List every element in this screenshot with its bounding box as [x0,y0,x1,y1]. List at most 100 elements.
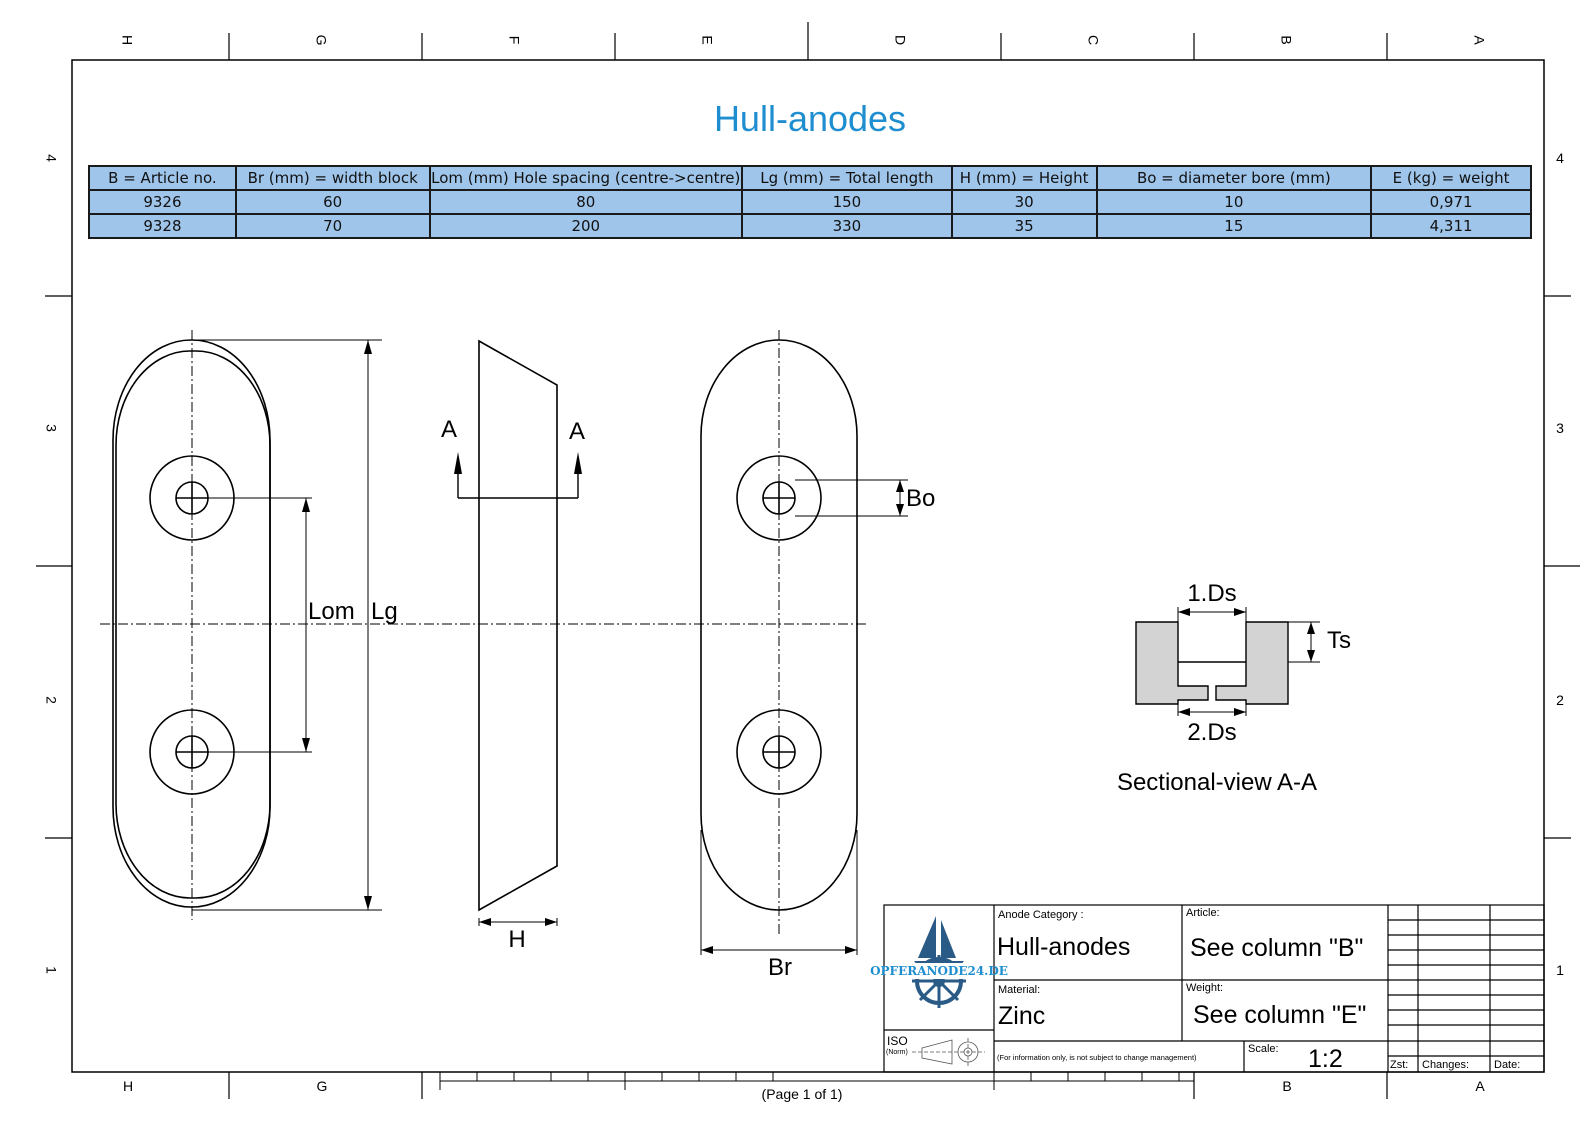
scale-label: Scale: [1248,1043,1279,1055]
zst-header: Zst: [1390,1059,1408,1071]
table-cell: 30 [950,189,1098,215]
bore-label: Bo [906,485,935,512]
left-row-labels: 4 3 2 1 [43,154,59,974]
bottom-zone-ticks [228,1072,1388,1099]
date-header: Date: [1494,1059,1520,1071]
sectional-view [1135,621,1289,705]
row-label-right: 3 [1556,420,1564,436]
section-right-body [1215,621,1289,705]
bore-dimension [700,479,908,955]
side-view [457,339,579,926]
right-row-labels: 4 3 2 1 [1556,150,1564,978]
header-bore: Bo = diameter bore (mm) [1095,165,1373,191]
iso-label: ISO [887,1034,908,1048]
logo-text: OPFERANODE24.DE [870,964,1008,978]
side-profile [478,339,558,912]
title-block [883,904,1545,1073]
bore-arrows [701,480,904,954]
length-dimensions [192,339,382,911]
table-cell: 0,971 [1370,189,1532,215]
row-label-left: 1 [43,966,59,974]
table-cell: 35 [950,213,1098,239]
row-label-left: 4 [43,154,59,162]
col-label-bottom: A [1475,1078,1485,1094]
table-cell: 10 [1095,189,1373,215]
section-arrows-dim [1178,608,1315,716]
header-weight: E (kg) = weight [1370,165,1532,191]
table-cell: 80 [428,189,744,215]
col-label-top: C [1085,35,1101,45]
changes-header: Changes: [1422,1059,1469,1071]
material-label: Material: [998,984,1040,996]
header-total-length: Lg (mm) = Total length [741,165,953,191]
table-cell: 9328 [88,213,237,239]
table-cell: 330 [741,213,953,239]
scale-value: 1:2 [1308,1045,1343,1073]
weight-label: Weight: [1186,982,1223,994]
top-column-labels: H G F E D C B A [119,35,1487,46]
row-label-right: 2 [1556,692,1564,708]
bolt-hole-outer [736,455,822,541]
category-label: Anode Category : [998,909,1084,921]
col-label-top: D [892,35,908,45]
lg-label: Lg [371,598,398,625]
row-label-right: 1 [1556,962,1564,978]
col-label-bottom: B [1282,1078,1291,1094]
projection-symbol-icon [912,1038,985,1066]
table-cell: 150 [741,189,953,215]
article-value: See column "B" [1190,934,1363,962]
col-label-top: E [699,35,715,44]
page-footer: (Page 1 of 1) [762,1086,843,1102]
ds1-label: 1.Ds [1187,580,1236,607]
center-lines [100,330,868,935]
col-label-top: G [313,35,329,46]
article-label: Article: [1186,907,1220,919]
anode-front-outline [700,339,858,911]
bottom-ruler [439,1072,1194,1090]
table-cell: 70 [234,213,431,239]
front-view [700,339,858,911]
section-caption: Sectional-view A-A [1117,769,1317,796]
row-label-left: 2 [43,696,59,704]
row-label-right: 4 [1556,150,1564,166]
header-width: Br (mm) = width block [234,165,431,191]
bolt-hole-outer [736,709,822,795]
category-value: Hull-anodes [997,933,1130,961]
disclaimer-note: (For information only, is not subject to… [997,1053,1197,1062]
col-label-top: F [506,36,522,45]
table-header-row: B = Article no. Br (mm) = width block Lo… [88,165,1532,191]
col-label-top: A [1471,35,1487,45]
table-cell: 15 [1095,213,1373,239]
header-height: H (mm) = Height [950,165,1098,191]
col-label-top: B [1278,35,1294,44]
norm-label: (Norm) [886,1049,908,1056]
weight-value: See column "E" [1193,1001,1366,1029]
col-label-bottom: H [123,1078,133,1094]
dimension-arrows [302,340,372,910]
col-label-bottom: G [317,1078,328,1094]
side-zone-ticks [36,295,1580,839]
width-label: Br [768,954,792,981]
table-cell: 200 [428,213,744,239]
top-zone-ticks [228,22,1388,60]
row-label-left: 3 [43,424,59,432]
section-marker-left: A [441,416,457,443]
lom-label: Lom [308,598,355,625]
section-left-body [1135,621,1209,705]
header-article: B = Article no. [88,165,237,191]
header-hole-spacing: Lom (mm) Hole spacing (centre->centre) [428,165,744,191]
ds2-label: 2.Ds [1187,719,1236,746]
table-cell: 4,311 [1370,213,1532,239]
table-cell: 9326 [88,189,237,215]
table-cell: 60 [234,189,431,215]
ts-label: Ts [1327,627,1351,654]
table-row: 9326 60 80 150 30 10 0,971 [88,189,1532,215]
bottom-column-labels: H G B A [123,1078,1485,1094]
spec-table: B = Article no. Br (mm) = width block Lo… [88,165,1532,239]
page-title: Hull-anodes [713,98,907,139]
table-row: 9328 70 200 330 35 15 4,311 [88,213,1532,239]
sailboat-helm-icon [886,916,992,1008]
col-label-top: H [119,35,135,45]
section-marker-right: A [569,418,585,445]
